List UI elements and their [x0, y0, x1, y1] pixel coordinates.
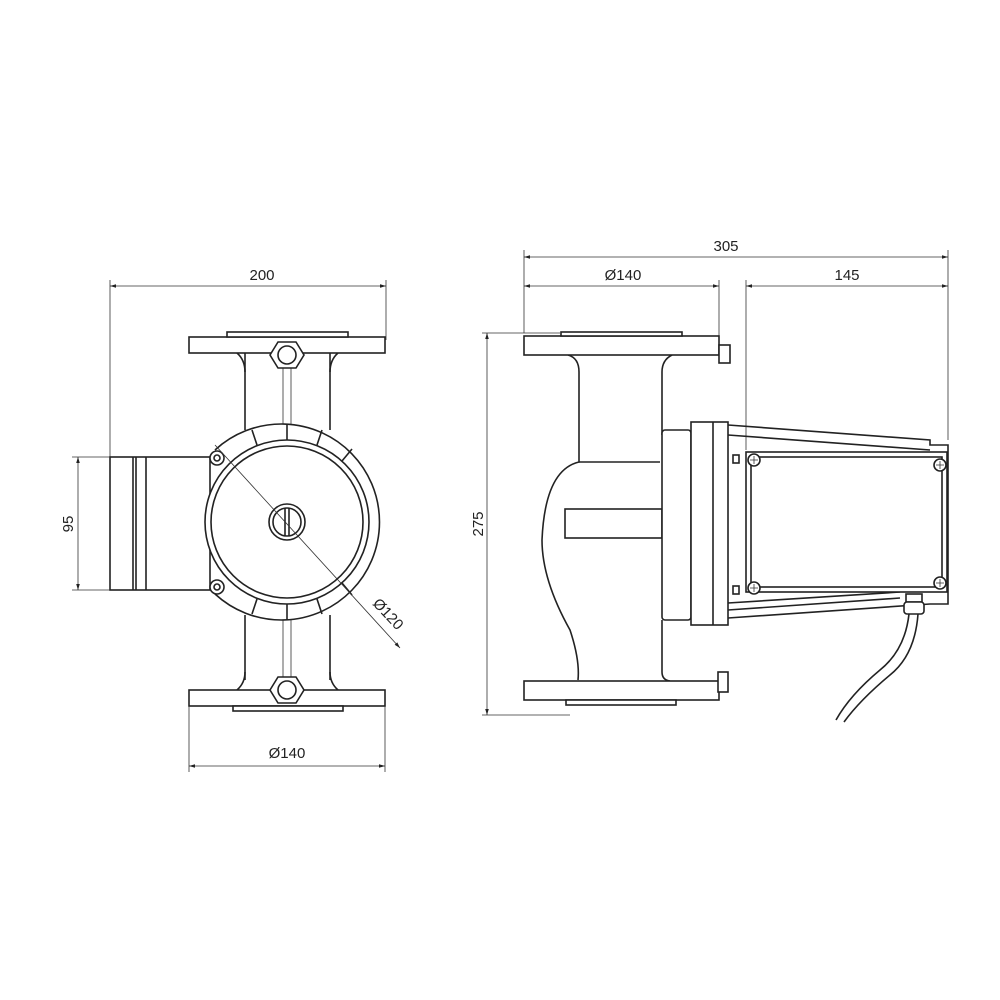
motor-adapter [661, 429, 692, 621]
housing-inner [210, 445, 364, 599]
bottom-bolt-icon [717, 671, 729, 693]
side-top-flange-face [560, 331, 683, 337]
lid-screws [747, 453, 947, 595]
inlet-pipe-rings [132, 457, 147, 590]
screw-icon [209, 450, 225, 466]
pipe-column-bottom [244, 615, 331, 680]
motor-length-label: 145 [834, 267, 859, 284]
screw-head [213, 583, 221, 591]
side-bottom-flange [523, 680, 720, 701]
shaft [564, 508, 663, 539]
width-dimension-label: 200 [249, 267, 274, 284]
top-flange-face [226, 331, 349, 338]
ring-ribs [251, 424, 353, 620]
hinge [732, 585, 740, 595]
housing-ring [204, 439, 370, 605]
bottom-bolt-icon [277, 680, 297, 700]
screw-icon [209, 579, 225, 595]
inlet-height-label: 95 [60, 516, 77, 533]
rib-lines [282, 362, 292, 682]
top-bolt-icon [277, 345, 297, 365]
inlet-pipe [109, 456, 211, 591]
top-bolt-icon [718, 344, 731, 364]
pump-body [541, 354, 673, 682]
housing-diameter-label: Ø120 [369, 595, 406, 633]
bottom-bolt-hex [269, 676, 305, 704]
housing-diameter-line [214, 444, 401, 649]
shaft-cap-inner [272, 507, 302, 537]
hinge [732, 454, 740, 464]
power-cable [835, 613, 919, 723]
motor-body [727, 424, 949, 619]
side-top-flange [523, 335, 720, 356]
top-bolt-hex [269, 341, 305, 369]
terminal-box-lid [750, 456, 943, 588]
side-flange-diameter-label: Ø140 [605, 267, 642, 284]
flange-diameter-label: Ø140 [269, 745, 306, 762]
cable-gland-nut [905, 593, 923, 603]
shaft-cap [268, 503, 306, 541]
screw-head [213, 454, 221, 462]
front-view: 200 [60, 267, 407, 772]
height-label: 275 [470, 511, 487, 536]
motor-flange [690, 421, 729, 626]
neck-fillets [236, 352, 339, 691]
side-view: 305 Ø140 145 275 [470, 238, 949, 723]
total-length-label: 305 [713, 238, 738, 255]
side-bottom-flange-face [565, 699, 677, 706]
terminal-box [745, 451, 948, 593]
bottom-flange-face [232, 705, 344, 712]
cable-gland-icon [903, 601, 925, 615]
